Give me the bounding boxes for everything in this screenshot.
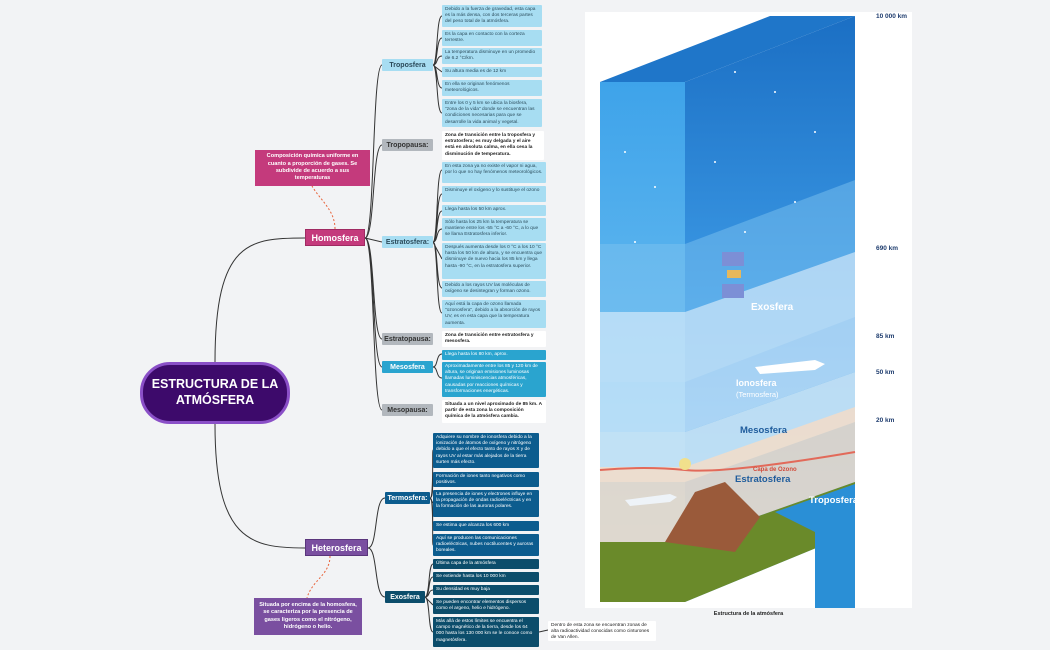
mesosfera-node[interactable]: Mesosfera (382, 361, 433, 373)
sea (775, 484, 855, 612)
altitude-20: 20 km (876, 417, 895, 424)
exosfera-item: Más allá de estos límites se encuentra e… (433, 617, 539, 647)
troposfera-node[interactable]: Troposfera (382, 59, 433, 71)
exosfera-item: Se pueden encontrar elementos dispersos … (433, 598, 539, 614)
homosfera-label: Homosfera (311, 232, 359, 243)
termosfera-item: Formación de iones tanto negativos como … (433, 472, 539, 487)
estratosfera-item: Aquí está la capa de ozono llamada "ozon… (442, 300, 546, 328)
estratosfera-node[interactable]: Estratosfera: (382, 236, 433, 248)
estratopausa-text: Zona de transición entre estratosfera y … (442, 331, 546, 347)
mountain (665, 482, 760, 552)
estratosfera-item: Llega hasta los 50 km aprox. (442, 205, 546, 216)
stars (624, 71, 816, 243)
troposfera-item: En ella se originan fenómenos meteorológ… (442, 80, 542, 96)
root-topic[interactable]: ESTRUCTURA DE LA ATMÓSFERA (140, 362, 290, 424)
troposfera-item: Su altura media es de 12 km (442, 67, 542, 77)
troposfera-label: Troposfera (389, 61, 426, 69)
tropopausa-node[interactable]: Tropopausa: (382, 139, 433, 151)
atmosphere-drawing (599, 16, 856, 612)
termosfera-item: Aquí se producen las comunicaciones radi… (433, 534, 539, 556)
altitude-10000: 10 000 km (876, 13, 908, 20)
mesosfera-item: Aproximadamente entre los 85 y 120 km de… (442, 362, 546, 397)
estratosfera-item: Debido a los rayos UV las moléculas de o… (442, 281, 546, 297)
ionosfera-band (600, 252, 855, 432)
airplane-icon (625, 494, 677, 506)
mesosfera-band (600, 372, 855, 482)
ozone-line (599, 451, 856, 472)
troposfera-item: Debido a la fuerza de gravedad, esta cap… (442, 5, 542, 27)
shuttle-icon (755, 360, 825, 374)
termosfera-label: Termosfera: (387, 494, 428, 502)
satellite-icon (722, 252, 744, 298)
tropopausa-label: Tropopausa: (386, 141, 429, 149)
altitude-690: 690 km (876, 245, 899, 252)
troposfera-item: La temperatura disminuye en un promedio … (442, 48, 542, 64)
illustration-caption: Estructura de la atmósfera (713, 611, 784, 617)
atmosphere-illustration: 10 000 km 690 km 85 km 50 km 20 km Exosf… (585, 12, 912, 612)
exosfera-item: Última capa de la atmósfera (433, 559, 539, 569)
balloon-icon (679, 458, 691, 470)
mesosfera-label: Mesosfera (390, 363, 425, 371)
layer-troposfera-label: Troposfera (809, 495, 859, 506)
estratopausa-node[interactable]: Estratopausa: (382, 333, 433, 345)
exosfera-label: Exosfera (390, 593, 420, 601)
estratosfera-label: Estratosfera: (385, 238, 430, 246)
estratosfera-item: Sólo hasta los 25 km la temperatura se m… (442, 218, 546, 241)
layer-ionosfera-label: Ionosfera (736, 378, 777, 388)
termosfera-item: Se estima que alcanza los 600 km (433, 521, 539, 531)
estratosfera-item: En esta zona ya no existe el vapor ni ag… (442, 162, 546, 183)
heterosfera-node[interactable]: Heterosfera (305, 539, 368, 556)
layer-ozono-label: Capa de Ozono (753, 467, 797, 473)
layer-mesosfera-label: Mesosfera (740, 425, 787, 436)
mesopausa-label: Mesopausa: (387, 406, 428, 414)
termosfera-item: Adquiere su nombre de ionosfera debido a… (433, 433, 539, 468)
layer-exosfera-label: Exosfera (751, 302, 794, 313)
layer-termosfera-label: (Termosfera) (736, 390, 779, 399)
heterosfera-label: Heterosfera (311, 542, 362, 553)
layer-estratosfera-label: Estratosfera (735, 474, 791, 485)
termosfera-item: La presencia de iones y electrones influ… (433, 490, 539, 517)
top-face (600, 16, 855, 82)
homosfera-note: Composición química uniforme en cuanto a… (255, 150, 370, 186)
troposfera-item: Es la capa en contacto con la corteza te… (442, 30, 542, 46)
exosfera-item: Se extiende hasta los 10 000 km (433, 572, 539, 582)
exosfera-item: Su densidad es muy baja (433, 585, 539, 595)
estratosfera-band (600, 407, 855, 542)
troposfera-item: Entre los 0 y 5 km se ubica la biosfera,… (442, 99, 542, 127)
estratosfera-item: Disminuye el oxígeno y lo sustituye el o… (442, 186, 546, 202)
exosfera-node[interactable]: Exosfera (385, 591, 425, 603)
termosfera-node[interactable]: Termosfera: (385, 492, 430, 504)
exosfera-extra: Dentro de esta zona se encuentran zonas … (548, 621, 656, 641)
estratosfera-item: Después aumenta desde los 0 °C a los 10 … (442, 243, 546, 279)
homosfera-node[interactable]: Homosfera (305, 229, 365, 246)
mesopausa-text: Situada a un nivel aproximado de 85 km. … (442, 400, 546, 423)
estratopausa-label: Estratopausa: (384, 335, 431, 343)
altitude-50: 50 km (876, 369, 895, 376)
homosfera-note-text: Composición química uniforme en cuanto a… (266, 153, 359, 182)
tropopausa-text: Zona de transición entre la troposfera y… (442, 131, 544, 160)
altitude-85: 85 km (876, 333, 895, 340)
heterosfera-note-text: Situada por encima de la homosfera, se c… (259, 601, 357, 630)
root-label: ESTRUCTURA DE LA ATMÓSFERA (151, 377, 279, 407)
mesopausa-node[interactable]: Mesopausa: (382, 404, 433, 416)
mesosfera-item: Llega hasta los 80 km, aprox. (442, 350, 546, 360)
heterosfera-note: Situada por encima de la homosfera, se c… (254, 598, 362, 635)
